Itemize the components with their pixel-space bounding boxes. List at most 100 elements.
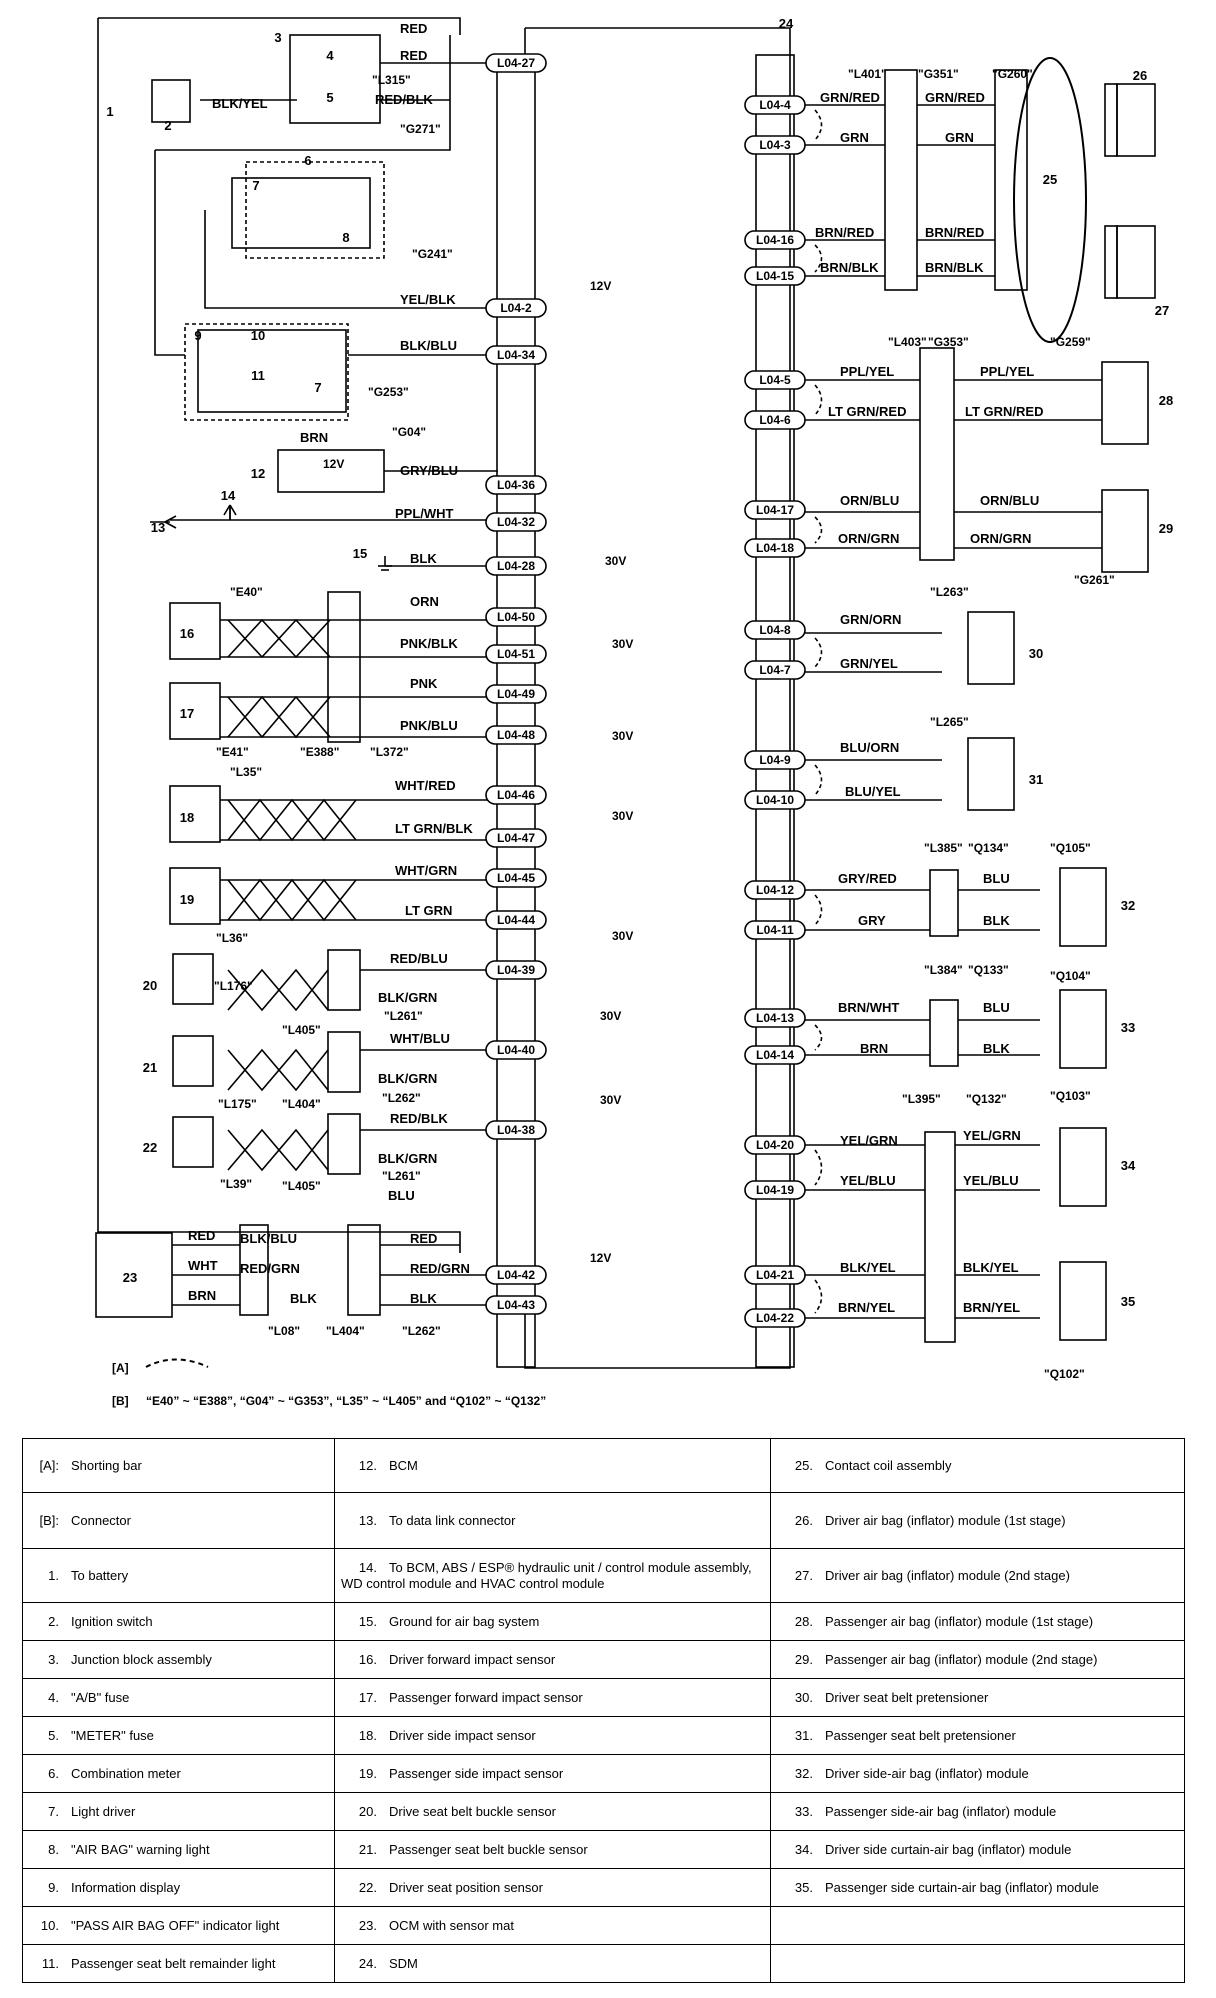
legend-number: 23. — [358, 1917, 377, 1933]
wire-label-left-23: RED/BLK — [390, 1111, 448, 1126]
callout-number-21: 20 — [143, 978, 157, 993]
callout-number-34: 33 — [1121, 1020, 1135, 1035]
callout-number-8: 8 — [342, 230, 349, 245]
wire-label-left-34: BLK — [410, 1291, 437, 1306]
wire-label-left-1: RED — [400, 21, 427, 36]
wire-label-right-33: BLK/YEL — [840, 1260, 896, 1275]
connector-left-l04-2: L04-2 — [500, 301, 532, 315]
legend-cell: 35.Passenger side curtain-air bag (infla… — [770, 1868, 1185, 1907]
connector-right-l04-19: L04-19 — [756, 1183, 794, 1197]
connector-left-l04-47-shape — [485, 828, 547, 848]
wire-label-right-2: GRN — [840, 130, 869, 145]
connector-right-l04-4-shape — [744, 95, 806, 115]
connector-left-l04-48: L04-48 — [497, 728, 535, 742]
legend-number: 25. — [794, 1457, 813, 1473]
legend-text: Combination meter — [71, 1765, 181, 1781]
legend-number: 35. — [794, 1879, 813, 1895]
wire-label-left-15: WHT/RED — [395, 778, 456, 793]
wire-label-right-5: GRN/RED — [925, 90, 985, 105]
callout-number-13: 12 — [251, 466, 265, 481]
connector-ref-26: "G260" — [992, 67, 1033, 81]
legend-cell — [770, 1906, 1185, 1945]
wire-label-right-16: ORN/GRN — [970, 531, 1031, 546]
wire-label-left-22: BLK/GRN — [378, 1071, 437, 1086]
voltage-label-5: 30V — [612, 729, 633, 743]
connector-right-l04-6: L04-6 — [759, 413, 791, 427]
wire-label-left-7: BRN — [300, 430, 328, 445]
legend-cell: 12.BCM — [334, 1438, 771, 1493]
wire-label-left-3: BLK/YEL — [212, 96, 268, 111]
legend-number: 26. — [794, 1512, 813, 1528]
legend-cell: 6.Combination meter — [22, 1754, 335, 1793]
legend-cell: 20.Drive seat belt buckle sensor — [334, 1792, 771, 1831]
connector-right-l04-21: L04-21 — [756, 1268, 794, 1282]
callout-number-25: 24 — [779, 16, 794, 31]
connector-left-l04-44: L04-44 — [497, 913, 535, 927]
connector-ref-40: "Q132" — [966, 1092, 1007, 1106]
connector-left-l04-32-shape — [485, 512, 547, 532]
connector-left-l04-45-shape — [485, 868, 547, 888]
voltage-label-7: 30V — [612, 929, 633, 943]
connector-right-l04-22-shape — [744, 1308, 806, 1328]
connector-right-l04-8-shape — [744, 620, 806, 640]
legend-cell: 30.Driver seat belt pretensioner — [770, 1678, 1185, 1717]
connector-left-l04-27: L04-27 — [497, 56, 535, 70]
connector-ref-3: "G241" — [412, 247, 453, 261]
legend-number: 3. — [48, 1651, 59, 1667]
connector-right-l04-11-shape — [744, 920, 806, 940]
legend-cell: 13.To data link connector — [334, 1492, 771, 1549]
legend-number: 30. — [794, 1689, 813, 1705]
wire-label-left-21: WHT/BLU — [390, 1031, 450, 1046]
wire-label-right-35: BLK/YEL — [963, 1260, 1019, 1275]
legend-cell: 10."PASS AIR BAG OFF" indicator light — [22, 1906, 335, 1945]
wire-label-right-30: YEL/BLU — [840, 1173, 896, 1188]
wire-label-left-4: RED/BLK — [375, 92, 433, 107]
wire-label-right-6: GRN — [945, 130, 974, 145]
wire-label-right-29: YEL/GRN — [840, 1133, 898, 1148]
connector-left-l04-39-shape — [485, 960, 547, 980]
wire-label-left-10: BLK — [410, 551, 437, 566]
wire-label-left-33: RED/GRN — [410, 1261, 470, 1276]
legend-cell: 16.Driver forward impact sensor — [334, 1640, 771, 1679]
legend-cell: 15.Ground for air bag system — [334, 1602, 771, 1641]
connector-ref-8: "E388" — [300, 745, 339, 759]
legend-cell — [770, 1944, 1185, 1983]
connector-right-l04-12-shape — [744, 880, 806, 900]
connector-left-l04-34: L04-34 — [497, 348, 535, 362]
legend-number: 34. — [794, 1841, 813, 1857]
callout-number-35: 34 — [1121, 1158, 1136, 1173]
connector-right-l04-22: L04-22 — [756, 1311, 794, 1325]
legend-cell: 23.OCM with sensor mat — [334, 1906, 771, 1945]
callout-number-10: 10 — [251, 328, 265, 343]
connector-right-l04-16-shape — [744, 230, 806, 250]
callout-number-19: 18 — [180, 810, 194, 825]
wire-label-right-24: BLK — [983, 913, 1010, 928]
connector-right-l04-14: L04-14 — [756, 1048, 794, 1062]
connector-right-l04-17-shape — [744, 500, 806, 520]
callout-number-9: 9 — [194, 328, 201, 343]
callout-number-14: 13 — [151, 520, 165, 535]
callout-number-17: 16 — [180, 626, 194, 641]
connector-left-l04-43-shape — [485, 1295, 547, 1315]
connector-ref-37: "Q133" — [968, 963, 1009, 977]
legend-cell: 32.Driver side-air bag (inflator) module — [770, 1754, 1185, 1793]
voltage-label-3: 30V — [605, 554, 626, 568]
wire-label-right-1: GRN/RED — [820, 90, 880, 105]
legend-cell: 17.Passenger forward impact sensor — [334, 1678, 771, 1717]
legend-number: 14. — [358, 1559, 377, 1575]
voltage-label-6: 30V — [612, 809, 633, 823]
connector-left-l04-42-shape — [485, 1265, 547, 1285]
legend-text: Driver side impact sensor — [389, 1727, 536, 1743]
wire-label-right-26: BRN — [860, 1041, 888, 1056]
connector-right-l04-21-shape — [744, 1265, 806, 1285]
legend-number: 13. — [358, 1512, 377, 1528]
voltage-label-9: 30V — [600, 1093, 621, 1107]
legend-cell: 2.Ignition switch — [22, 1602, 335, 1641]
connector-right-l04-20-shape — [744, 1135, 806, 1155]
legend-number: 24. — [358, 1955, 377, 1971]
